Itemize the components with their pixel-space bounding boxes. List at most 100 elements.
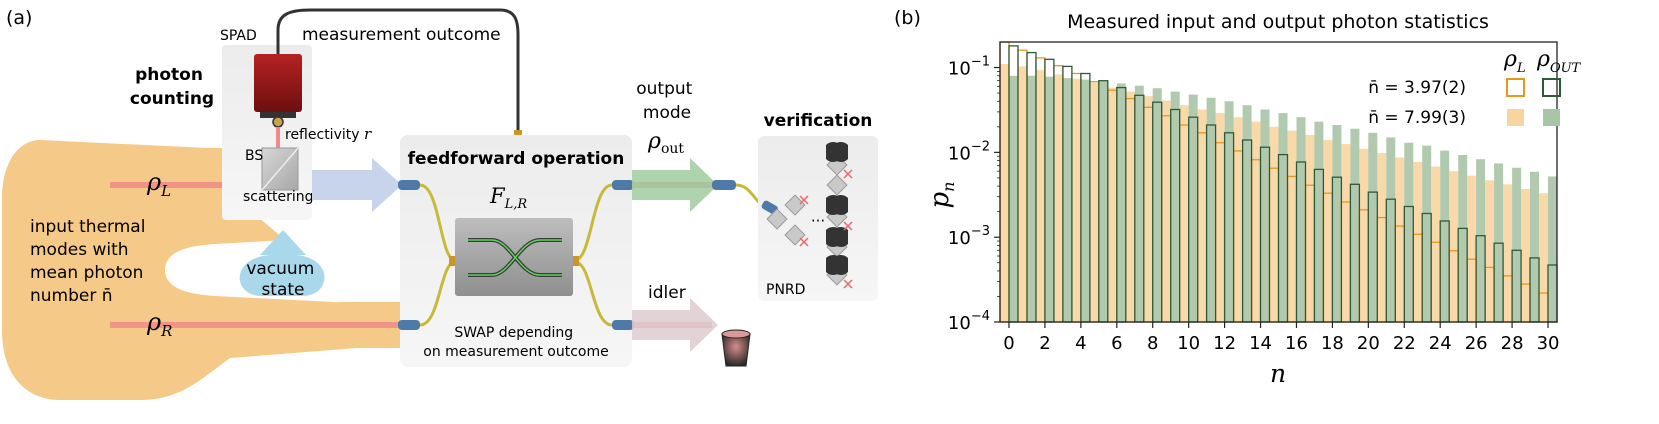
beam-to-spad: [276, 127, 280, 167]
bar-fill-1-18: [1332, 125, 1342, 322]
x-tick-label-10: 20: [1357, 333, 1380, 354]
panel-b-label: (b): [894, 7, 921, 29]
bar-fill-0-21: [1377, 153, 1387, 322]
bar-fill-1-20: [1368, 132, 1378, 322]
spad-aperture: [272, 116, 284, 128]
bar-fill-0-30: [1539, 193, 1548, 322]
bar-fill-1-9: [1170, 91, 1180, 322]
plot-frame: [999, 41, 1558, 323]
bar-fill-1-3: [1062, 78, 1072, 322]
bar-fill-0-9: [1161, 100, 1171, 323]
bar-fill-0-29: [1521, 189, 1531, 322]
bar-fill-0-20: [1359, 148, 1369, 322]
bar-fill-1-8: [1152, 88, 1162, 322]
x-tick-label-5: 10: [1177, 333, 1200, 354]
legend-swatch-out-2: [1543, 109, 1560, 126]
chart-bars: [999, 41, 1558, 323]
output-mode-label: output mode: [636, 79, 697, 123]
y-tick-label-0: 10−1: [948, 55, 990, 80]
bar-fill-0-18: [1323, 140, 1333, 322]
bar-fill-1-16: [1296, 117, 1306, 322]
arrow-to-feedforward: [312, 158, 402, 212]
pnrd-dots: ···: [811, 212, 825, 230]
legend-col1: ρL: [1503, 47, 1526, 76]
x-tick-label-3: 6: [1111, 333, 1122, 354]
legend-swatch-l-2: [1507, 109, 1524, 126]
connector-in-l: [398, 180, 420, 190]
y-axis-label: pn: [925, 182, 958, 209]
spad-detector: [254, 54, 302, 112]
x-tick-label-9: 18: [1321, 333, 1344, 354]
fiber-out-2: [574, 260, 624, 327]
bar-fill-0-26: [1467, 175, 1477, 322]
bar-fill-0-14: [1251, 121, 1261, 322]
bar-fill-1-14: [1260, 109, 1270, 322]
bar-fill-1-2: [1044, 76, 1054, 322]
connector-verif-in: [712, 180, 736, 190]
photon-counting-label: photon counting: [130, 65, 214, 109]
bar-fill-0-6: [1107, 87, 1117, 322]
connector-in-r: [398, 320, 420, 330]
chip-pad-left: [449, 256, 455, 266]
panel-b-chart: (b) Measured input and output photon sta…: [894, 7, 1582, 388]
beam-r: [110, 322, 400, 328]
legend-swatch-out-1: [1542, 78, 1561, 97]
pnrd-network: [766, 142, 853, 289]
bs-diagonal: [261, 147, 299, 191]
rho-r-label: ρR: [146, 308, 172, 340]
idler-arrow: [632, 298, 718, 352]
x-tick-label-11: 22: [1393, 333, 1416, 354]
x-tick-label-6: 12: [1213, 333, 1236, 354]
bar-fill-1-6: [1116, 83, 1126, 323]
x-tick-label-14: 28: [1501, 333, 1524, 354]
chart-title: Measured input and output photon statist…: [1067, 11, 1489, 33]
bar-fill-1-0: [1009, 75, 1018, 322]
bar-fill-0-17: [1305, 135, 1315, 322]
spad-label: SPAD: [220, 28, 257, 44]
bs-label: BS: [245, 148, 263, 164]
reflectivity-label: reflectivity r: [285, 125, 372, 143]
bar-fill-0-22: [1395, 157, 1405, 322]
panel-a-label: (a): [6, 7, 32, 29]
x-tick-label-4: 8: [1147, 333, 1158, 354]
bar-fill-0-12: [1215, 113, 1225, 322]
bar-fill-1-26: [1476, 159, 1486, 322]
bar-fill-0-7: [1125, 91, 1135, 322]
vacuum-state-arrow: [239, 230, 325, 296]
bar-fill-1-10: [1188, 94, 1198, 322]
bar-fill-0-19: [1341, 144, 1351, 322]
legend-row2: n̄ = 7.99(3): [1368, 108, 1466, 128]
x-tick-label-1: 2: [1039, 333, 1050, 354]
bar-fill-1-4: [1080, 79, 1090, 322]
bar-fill-1-5: [1098, 81, 1108, 322]
input-modes-text: input thermal modes with mean photon num…: [30, 217, 151, 306]
x-tick-label-13: 26: [1465, 333, 1488, 354]
x-tick-label-8: 16: [1285, 333, 1308, 354]
y-tick-label-1: 10−2: [948, 139, 990, 164]
bar-fill-0-8: [1143, 96, 1153, 322]
bar-fill-0-2: [1035, 70, 1045, 322]
bar-fill-1-21: [1386, 137, 1396, 322]
spad-base: [260, 112, 296, 118]
bar-fill-1-23: [1422, 145, 1432, 322]
bar-fill-0-13: [1233, 117, 1243, 322]
beam-dump-rim: [721, 329, 751, 339]
y-tick-label-2: 10−3: [948, 224, 990, 249]
bar-fill-1-25: [1458, 155, 1468, 322]
bar-fill-0-4: [1071, 78, 1081, 322]
x-tick-label-2: 4: [1075, 333, 1086, 354]
idler-label: idler: [648, 283, 686, 303]
bar-fill-0-5: [1089, 82, 1099, 322]
flr-label: FL,R: [489, 184, 527, 212]
x-tick-label-12: 24: [1429, 333, 1452, 354]
bar-fill-1-29: [1530, 171, 1539, 322]
bar-fill-0-3: [1053, 74, 1063, 323]
chip-pad-right: [573, 256, 579, 266]
pnrd-label: PNRD: [766, 282, 805, 298]
bar-fill-1-11: [1206, 97, 1216, 322]
chip-guide-glow-2: [468, 239, 562, 276]
panel-a: (a) ρL ρR input thermal modes with mean …: [2, 7, 878, 400]
bar-fill-1-30: [1548, 176, 1557, 322]
